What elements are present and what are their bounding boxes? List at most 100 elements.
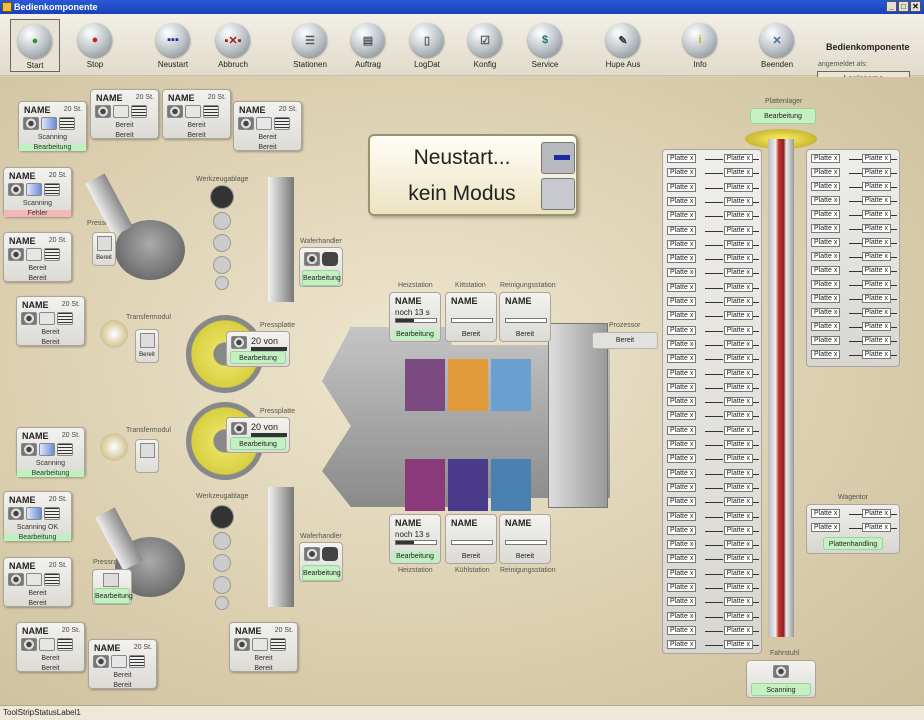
close-button[interactable]: ✕ bbox=[910, 1, 921, 12]
waferhandler-top-box: Bearbeitung bbox=[299, 247, 343, 287]
station-name: NAME bbox=[505, 518, 532, 528]
card-name: NAME bbox=[9, 171, 36, 181]
toolbar-button-beenden[interactable]: ✕Beenden bbox=[752, 19, 802, 75]
toolbar-button-abbruch[interactable]: ▪✕▪Abbruch bbox=[208, 19, 258, 75]
toolbar-button-stationen[interactable]: ☰Stationen bbox=[285, 19, 335, 75]
maximize-button[interactable]: □ bbox=[898, 1, 909, 12]
label-waferhandler-top: Waferhandler bbox=[300, 238, 342, 245]
toolbar-button-label: Hupe Aus bbox=[605, 60, 641, 69]
toolbar-button-stop[interactable]: ●Stop bbox=[70, 19, 120, 75]
toolbar-button-start[interactable]: ●Start bbox=[10, 19, 60, 72]
plate-slot-left: Platte x bbox=[811, 154, 841, 163]
plate-slot[interactable]: Platte x Platte x bbox=[811, 154, 897, 164]
disc-icon bbox=[8, 183, 24, 196]
toolbar-button-hupe-aus[interactable]: ✎Hupe Aus bbox=[598, 19, 648, 75]
tool-slot bbox=[215, 276, 229, 290]
toolbar-button-logdat[interactable]: ▯LogDat bbox=[402, 19, 452, 75]
plate-slot-right: Platte x bbox=[723, 382, 753, 392]
toolbar-button-neustart[interactable]: ▪▪▪Neustart bbox=[148, 19, 198, 75]
plate-slot-right: Platte x bbox=[861, 154, 891, 163]
plate-slot-left: Platte x bbox=[811, 523, 841, 532]
toolbar-button-service[interactable]: $Service bbox=[520, 19, 570, 75]
toolbar-button-auftrag[interactable]: ▤Auftrag bbox=[343, 19, 393, 75]
label-prozessor: Prozessor bbox=[609, 322, 641, 329]
plate-slot-left: Platte x bbox=[667, 625, 697, 635]
card-state: Bereit bbox=[41, 665, 60, 672]
minimize-button[interactable]: _ bbox=[886, 1, 897, 12]
toolbar-button-konfig[interactable]: ☑Konfig bbox=[460, 19, 510, 75]
